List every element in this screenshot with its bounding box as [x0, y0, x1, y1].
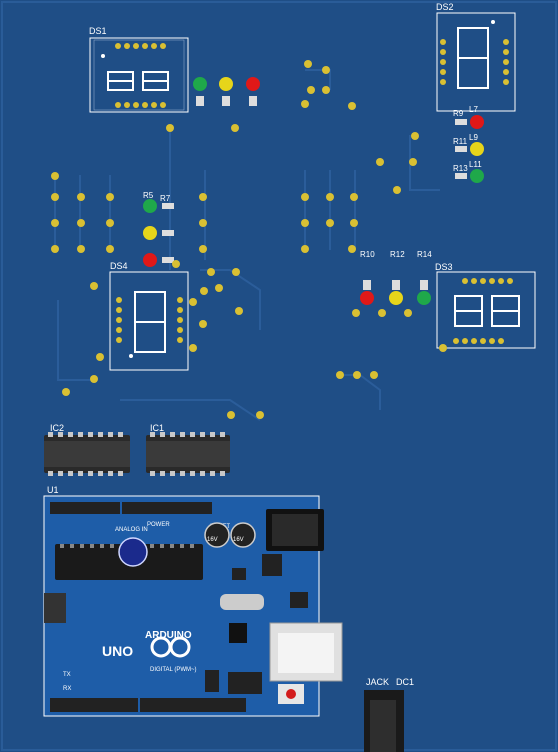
dc-jack: JACK DC1: [364, 677, 414, 752]
ds4-label: DS4: [110, 261, 128, 271]
jack-label: JACK: [366, 677, 389, 687]
rx-label: RX: [63, 686, 71, 692]
l7-label: L7: [469, 105, 478, 114]
arduino-model: UNO: [102, 643, 133, 659]
display-ds1: DS1: [89, 26, 189, 113]
display-ds2: DS2: [436, 2, 516, 112]
ds1-label: DS1: [89, 26, 107, 36]
display-ds3: DS3: [435, 262, 536, 349]
leds-bottom: R10 R12 R14: [360, 250, 432, 305]
r9-label: R9: [453, 109, 464, 118]
r12-label: R12: [390, 250, 405, 259]
led-green: [193, 77, 207, 91]
cap2-label: 16V: [233, 537, 244, 543]
arduino-brand: ARDUINO: [145, 630, 192, 641]
vias: [51, 60, 447, 419]
leds-top: [193, 77, 260, 106]
l9-label: L9: [469, 133, 478, 142]
r7-label: R7: [160, 194, 171, 203]
ic2-label: IC2: [50, 423, 64, 433]
r13-label: R13: [453, 164, 468, 173]
leds-right: R9 L7 R11 L9 R13 L11: [453, 105, 484, 183]
tx-label: TX: [63, 672, 71, 678]
r11-label: R11: [453, 137, 468, 146]
dc1-label: DC1: [396, 677, 414, 687]
ds3-label: DS3: [435, 262, 453, 272]
ic2: IC2: [44, 423, 130, 476]
ic1-label: IC1: [150, 423, 164, 433]
traces: [54, 69, 440, 421]
analog-in-label: ANALOG IN: [115, 527, 148, 533]
cap1-label: 16V: [207, 537, 218, 543]
r5-label: R5: [143, 191, 154, 200]
ds2-label: DS2: [436, 2, 454, 12]
arduino-uno: U1 ANALOG IN POWER RESET 16V 16V ARDUINO…: [43, 485, 343, 717]
u1-label: U1: [47, 485, 59, 495]
r10-label: R10: [360, 250, 375, 259]
ic1: IC1: [146, 423, 230, 476]
led-red: [246, 77, 260, 91]
power-label: POWER: [147, 522, 170, 528]
display-ds4: DS4: [109, 261, 189, 371]
led-yellow: [219, 77, 233, 91]
digital-label: DIGITAL (PWM~): [150, 667, 197, 673]
r14-label: R14: [417, 250, 432, 259]
leds-left: R5 R7: [143, 191, 174, 267]
l11-label: L11: [469, 160, 482, 169]
